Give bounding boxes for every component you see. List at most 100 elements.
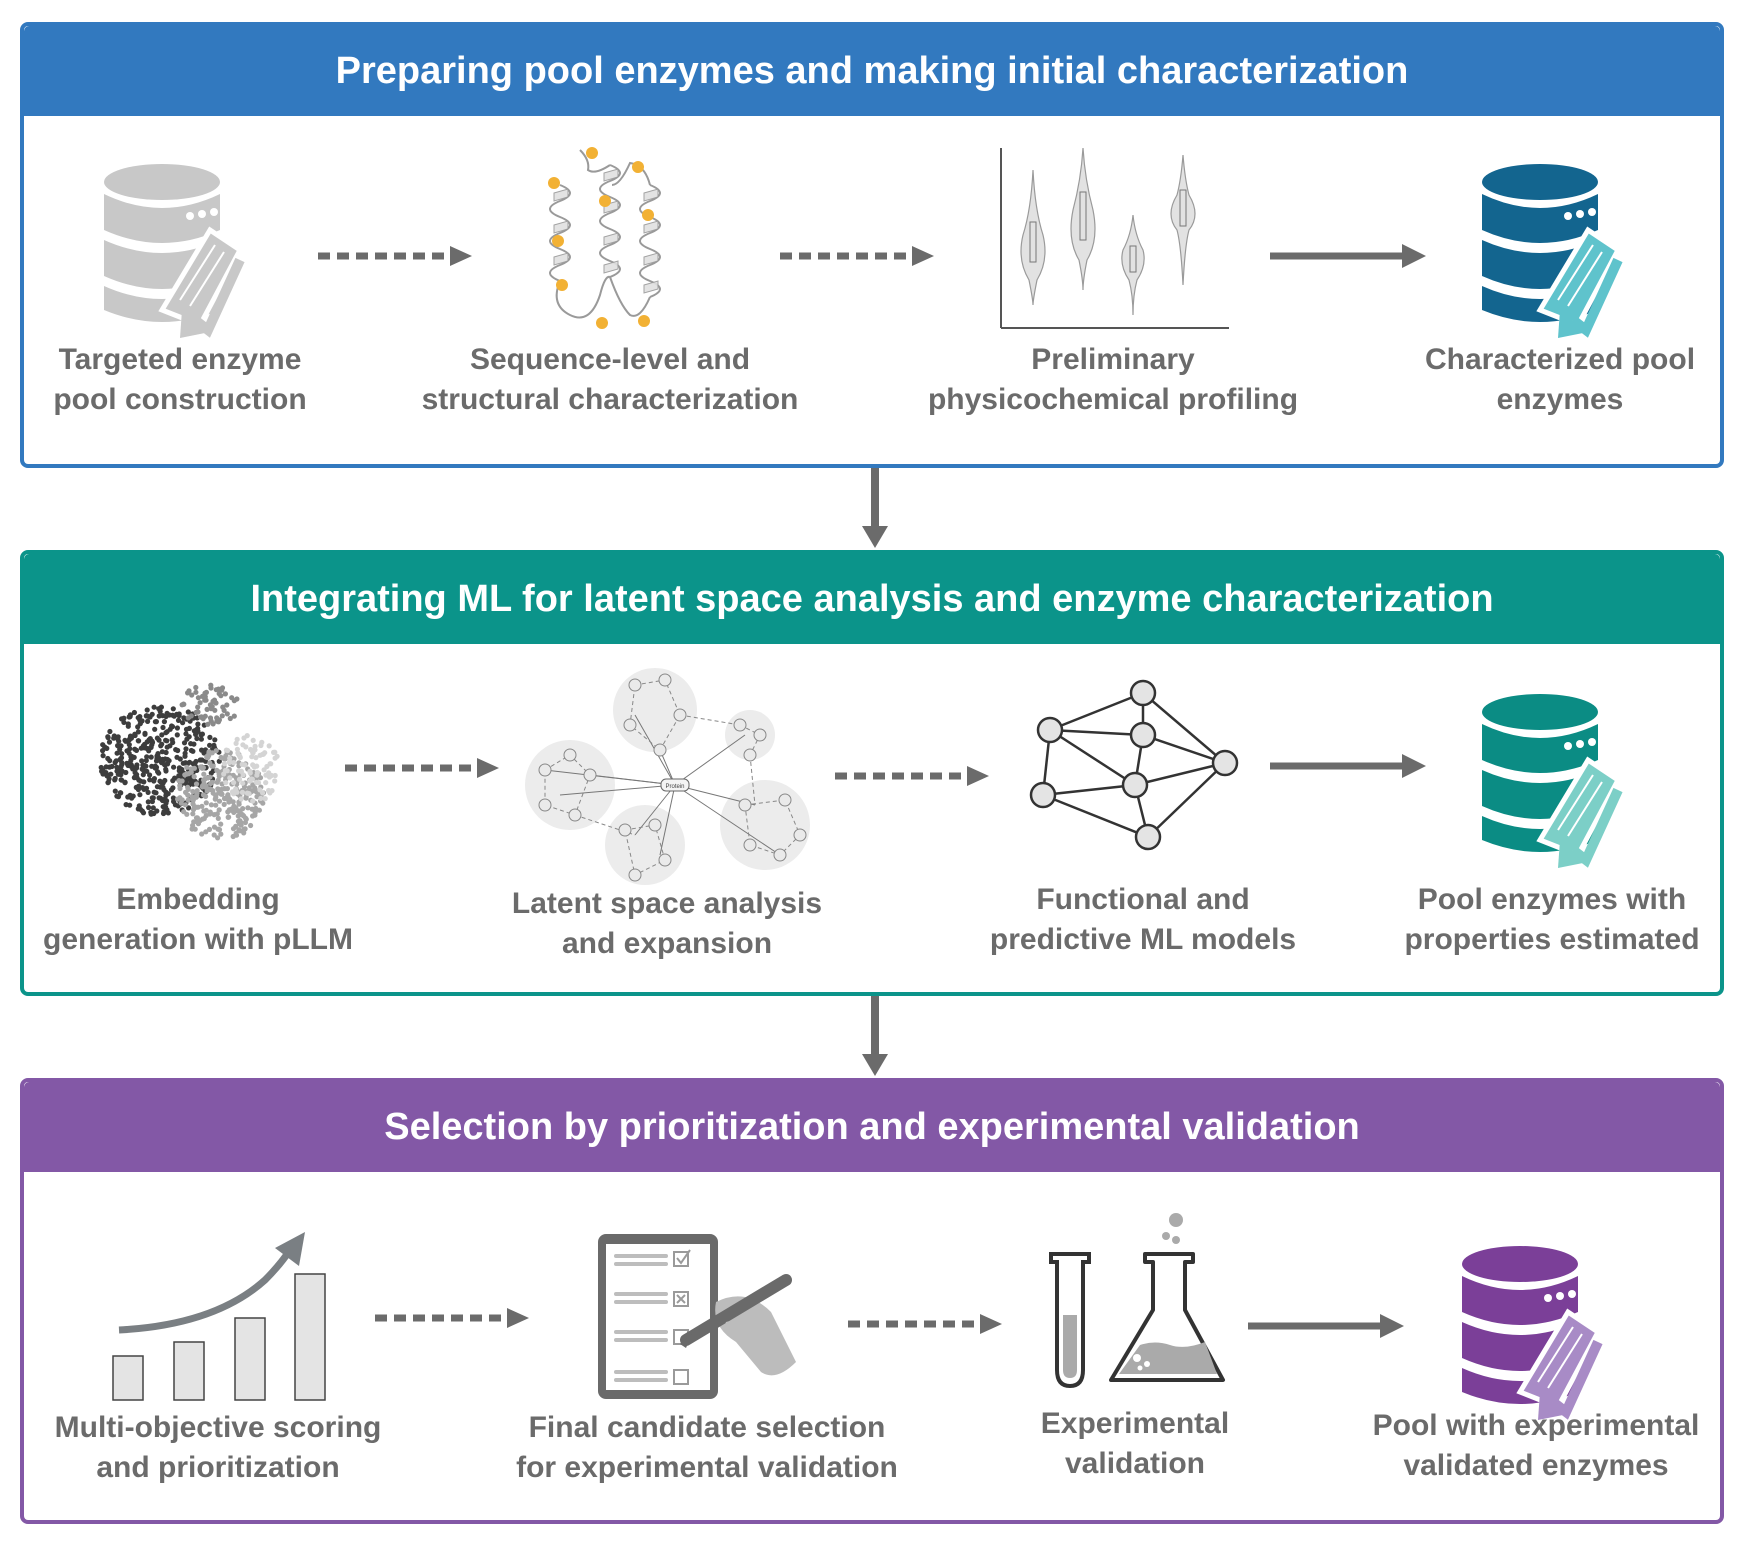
- scatter-point: [157, 778, 163, 784]
- scatter-point: [262, 750, 268, 756]
- scatter-point: [231, 760, 237, 766]
- scatter-point: [227, 796, 233, 802]
- scatter-point: [174, 725, 180, 731]
- scatter-point: [258, 742, 264, 749]
- scatter-point: [112, 777, 118, 783]
- scatter-point: [234, 736, 240, 742]
- scatter-point: [145, 718, 151, 724]
- scatter-point: [148, 744, 154, 750]
- scatter-point: [272, 755, 278, 761]
- cluster-network-icon: Protein: [525, 668, 810, 885]
- scatter-point: [183, 746, 189, 752]
- scatter-point: [231, 698, 237, 704]
- scatter-point: [233, 823, 239, 829]
- scatter-point: [238, 796, 244, 802]
- scatter-point: [145, 789, 151, 795]
- scatter-point: [203, 800, 209, 806]
- scatter-point: [127, 733, 134, 739]
- scatter-point: [144, 768, 150, 774]
- scatter-point: [151, 778, 157, 784]
- dashed-arrow-icon: [780, 246, 934, 266]
- scatter-point: [115, 736, 121, 742]
- scatter-point: [219, 791, 225, 797]
- scatter-point: [118, 755, 125, 761]
- scatter-point: [203, 697, 209, 703]
- scatter-point: [191, 765, 197, 771]
- scatter-point: [160, 724, 166, 731]
- scatter-point: [148, 754, 154, 760]
- scatter-point: [194, 735, 200, 742]
- scatter-point: [251, 763, 257, 769]
- scatter-point: [164, 738, 170, 744]
- scatter-point: [179, 778, 185, 784]
- scatter-point: [149, 739, 156, 746]
- scatter-point: [220, 704, 226, 710]
- scatter-point: [117, 746, 123, 752]
- panel-title: Preparing pool enzymes and making initia…: [24, 26, 1720, 116]
- scatter-point: [188, 713, 194, 719]
- scatter-point: [223, 747, 229, 753]
- scatter-point: [156, 713, 162, 719]
- scatter-point: [197, 818, 203, 824]
- scatter-point: [183, 789, 189, 795]
- scatter-point: [137, 721, 143, 727]
- database-protein-icon: [104, 164, 245, 338]
- scatter-point: [216, 773, 222, 779]
- scatter-point: [193, 815, 200, 821]
- scatter-point: [163, 766, 169, 772]
- scatter-point: [182, 753, 188, 759]
- scatter-point: [239, 761, 245, 767]
- scatter-point: [203, 829, 209, 835]
- scatter-point: [121, 715, 127, 721]
- scatter-point: [218, 831, 224, 837]
- scatter-point: [193, 689, 199, 695]
- scatter-point: [258, 795, 264, 801]
- scatter-point: [150, 805, 156, 811]
- scatter-point: [145, 799, 151, 805]
- bar-growth-chart-icon: [112, 1232, 326, 1401]
- database-protein-icon: [1482, 694, 1623, 868]
- scatter-point: [252, 743, 258, 749]
- scatter-point: [207, 734, 213, 740]
- scatter-point: [105, 755, 111, 762]
- scatter-point: [131, 754, 137, 760]
- dashed-arrow-icon: [835, 766, 989, 786]
- scatter-point: [204, 706, 210, 712]
- scatter-point: [147, 772, 153, 778]
- scatter-point: [189, 692, 195, 698]
- scatter-point: [184, 736, 190, 742]
- scatter-point: [175, 717, 182, 723]
- scatter-point: [171, 764, 177, 770]
- scatter-point: [105, 780, 111, 786]
- scatter-point: [210, 698, 216, 704]
- scatter-point: [139, 766, 145, 772]
- scatter-point: [253, 755, 259, 761]
- scatter-point: [193, 794, 199, 800]
- database-protein-icon: [1462, 1246, 1603, 1420]
- scatter-point: [195, 695, 201, 701]
- test-tube-flask-icon: [1049, 1213, 1225, 1389]
- scatter-point: [100, 753, 106, 759]
- scatter-point: [112, 788, 118, 794]
- panel-title: Integrating ML for latent space analysis…: [24, 554, 1720, 644]
- scatter-point: [140, 772, 146, 778]
- scatter-point: [219, 713, 225, 719]
- scatter-point: [207, 811, 213, 817]
- scatter-point: [107, 728, 113, 735]
- scatter-point: [118, 790, 124, 796]
- scatter-point: [135, 738, 141, 744]
- scatter-point: [248, 776, 254, 782]
- scatter-point: [142, 730, 148, 736]
- scatter-point: [176, 765, 182, 771]
- scatter-point: [114, 764, 120, 770]
- scatter-point: [189, 826, 195, 832]
- scatter-point: [242, 826, 248, 832]
- scatter-point: [126, 742, 132, 748]
- scatter-point: [231, 780, 237, 786]
- panel-integrating-ml: Integrating ML for latent space analysis…: [20, 550, 1724, 996]
- scatter-point: [147, 777, 153, 783]
